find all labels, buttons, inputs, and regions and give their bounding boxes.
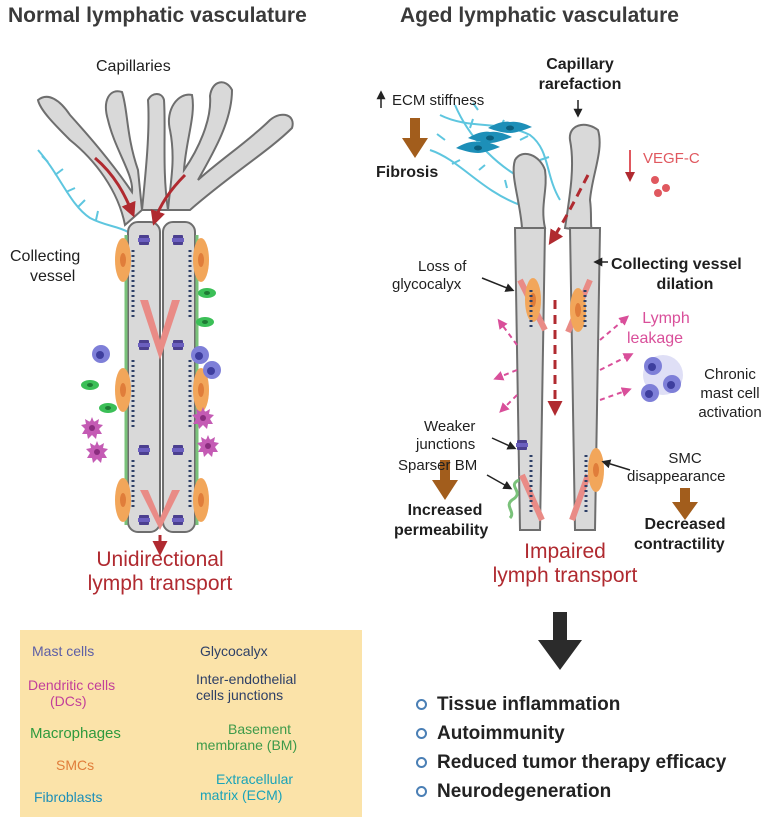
legend-macrophages: Macrophages	[30, 725, 121, 742]
collecting-dilation-1: Collecting vessel	[611, 256, 742, 273]
collecting-dilation-2: dilation	[656, 276, 714, 293]
weaker-junctions-2: junctions	[416, 436, 476, 453]
aged-transport-2: lymph transport	[492, 564, 638, 587]
collecting-label-2: vessel	[30, 268, 76, 285]
legend-junctions-2: cells junctions	[196, 687, 284, 703]
chronic-mast-cells	[641, 355, 683, 402]
outcome-list: Tissue inflammation Autoimmunity Reduced…	[416, 690, 726, 806]
loss-glycocalyx-2: glycocalyx	[392, 276, 462, 293]
normal-transport-2: lymph transport	[87, 572, 233, 595]
aged-flow-arrows	[547, 174, 590, 416]
lymph-leakage-arrows	[493, 315, 634, 413]
aged-title: Aged lymphatic vasculature	[400, 4, 679, 27]
pointer-arrows	[376, 90, 631, 490]
sparser-bm-label: Sparser BM	[398, 457, 478, 474]
legend-glycocalyx: Glycocalyx	[200, 643, 268, 659]
smc-disappearance-2: disappearance	[627, 468, 726, 485]
normal-title: Normal lymphatic vasculature	[8, 4, 307, 27]
increased-permeability-2: permeability	[394, 522, 489, 539]
legend-fibroblasts: Fibroblasts	[34, 789, 103, 805]
smc-disappearance-1: SMC	[668, 450, 702, 467]
decreased-contractility-2: contractility	[634, 536, 725, 553]
legend-mast-cells: Mast cells	[32, 643, 95, 659]
outcome-item: Tissue inflammation	[416, 690, 726, 719]
vegfc-dots	[651, 176, 670, 197]
legend-smcs: SMCs	[56, 757, 95, 773]
normal-capillaries	[36, 81, 294, 227]
legend-ecm-2: matrix (ECM)	[200, 787, 283, 803]
ecm-stiffness-label: ECM stiffness	[392, 92, 485, 109]
bullet-icon	[416, 757, 427, 768]
collecting-label-1: Collecting	[10, 248, 81, 265]
increased-permeability-1: Increased	[407, 502, 483, 519]
legend-ecm-1: Extracellular	[216, 771, 294, 787]
weaker-junctions-1: Weaker	[424, 418, 476, 435]
capillaries-label: Capillaries	[96, 58, 171, 75]
outcome-item: Reduced tumor therapy efficacy	[416, 748, 726, 777]
legend-box: Mast cells Dendritic cells (DCs) Macroph…	[20, 630, 362, 817]
bullet-icon	[416, 699, 427, 710]
brown-arrows	[402, 118, 698, 520]
lymph-leakage-2: leakage	[627, 330, 684, 347]
lymph-leakage-1: Lymph	[642, 310, 690, 327]
normal-flow-arrows	[94, 156, 187, 556]
normal-ecm	[37, 149, 129, 233]
loss-glycocalyx-1: Loss of	[418, 258, 467, 275]
chronic-mast-3: activation	[698, 404, 762, 421]
outcome-item: Neurodegeneration	[416, 777, 726, 806]
legend-dendritic-1: Dendritic cells	[28, 677, 116, 693]
aged-collecting-vessel	[507, 227, 604, 531]
bullet-icon	[416, 786, 427, 797]
capillary-rarefaction-2: rarefaction	[538, 76, 622, 93]
bullet-icon	[416, 728, 427, 739]
decreased-contractility-1: Decreased	[644, 516, 726, 533]
fibrosis-label: Fibrosis	[376, 164, 439, 181]
aged-transport-1: Impaired	[524, 540, 606, 563]
legend-bm-1: Basement	[228, 721, 292, 737]
legend-junctions-1: Inter-endothelial	[196, 671, 297, 687]
normal-transport-1: Unidirectional	[96, 548, 224, 571]
chronic-mast-1: Chronic	[704, 366, 756, 383]
normal-collecting-vessel	[115, 221, 209, 533]
outcome-item: Autoimmunity	[416, 719, 726, 748]
outcome-arrow	[538, 612, 582, 670]
legend-bm-2: membrane (BM)	[196, 737, 298, 753]
capillary-rarefaction-1: Capillary	[546, 56, 614, 73]
vegfc-label: VEGF-C	[643, 150, 700, 167]
legend-dendritic-2: (DCs)	[50, 693, 87, 709]
chronic-mast-2: mast cell	[700, 385, 760, 402]
